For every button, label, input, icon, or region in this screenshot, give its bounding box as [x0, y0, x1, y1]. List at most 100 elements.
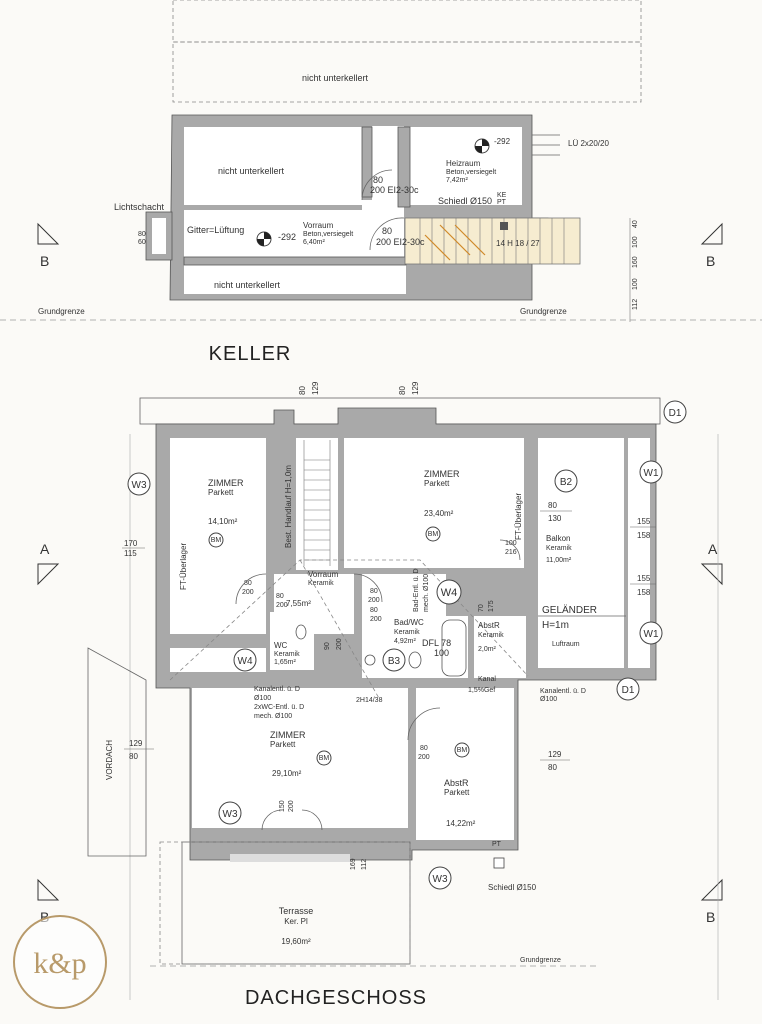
- kanal1: Kanalentl. ü. D: [254, 686, 300, 693]
- dim-158b: 158: [637, 588, 651, 597]
- room-heizraum: [410, 127, 522, 205]
- bm-markers: BM BM BM BM: [208, 526, 470, 766]
- dim-right: 100: [632, 278, 639, 290]
- kanal1-d: Ø100: [254, 695, 271, 702]
- basement-plan: nicht unterkellert nicht: [0, 0, 762, 365]
- zimmer2-name: ZIMMER: [424, 469, 460, 479]
- door-e-w: 80: [276, 593, 284, 600]
- dim-115: 115: [124, 549, 137, 558]
- heizraum-level: -292: [494, 137, 511, 146]
- abstr2-name: AbstR: [478, 621, 500, 630]
- ft-ueberlager-left: FT-Überlager: [179, 543, 188, 590]
- terrasse-area: 19,60m²: [281, 937, 311, 946]
- section-b-bottom-left: B: [40, 909, 49, 925]
- kanal3-d: Ø100: [540, 696, 557, 703]
- dim-129-right-bot: 80: [548, 763, 557, 772]
- chimney-icon: [493, 857, 505, 869]
- tag-w3-left: W3: [132, 480, 147, 491]
- kanal3: Kanalentl. ü. D: [540, 688, 586, 695]
- zimmer1-name: ZIMMER: [208, 478, 244, 488]
- door-b-w: 80: [370, 588, 378, 595]
- heizraum-floor: Beton,versiegelt: [446, 169, 496, 176]
- basement-inner-wall: [397, 126, 411, 208]
- grundgrenze-left: Grundgrenze: [38, 307, 85, 316]
- gelaender-label: GELÄNDER: [542, 604, 597, 616]
- tag-w4-left-icon: [233, 648, 257, 672]
- section-arrow-icon: [37, 563, 60, 586]
- section-b-top-right: B: [706, 253, 715, 269]
- ke-label: KE: [497, 192, 507, 199]
- bad-area: 4,92m²: [394, 638, 416, 645]
- door-216: 216: [505, 549, 517, 556]
- heizraum-name: Heizraum: [446, 159, 481, 168]
- gef-label: 1,5%Gef: [468, 687, 495, 694]
- tag-d1-mid-icon: [616, 677, 640, 701]
- tag-w1-top: W1: [644, 468, 659, 479]
- door-a-h: 200: [242, 589, 254, 596]
- tag-b3: B3: [388, 656, 401, 667]
- lichtschacht-label: Lichtschacht: [114, 202, 165, 212]
- abstr2-area: 2,0m²: [478, 646, 497, 653]
- vorraum-area: 6,40m²: [303, 239, 325, 246]
- heizraum-area: 7,42m²: [446, 177, 468, 184]
- door-e-h: 200: [276, 602, 288, 609]
- wc-name: WC: [274, 641, 288, 650]
- door1-width: 80: [373, 175, 383, 185]
- dim-158a: 158: [637, 531, 651, 540]
- section-a-left: A: [40, 541, 50, 557]
- section-arrow-icon: [700, 563, 723, 586]
- section-arrow-icon: [700, 878, 723, 901]
- door-d-w: 80: [420, 745, 428, 752]
- dim-129-right-top: 129: [548, 750, 562, 759]
- door-150-h: 200: [288, 800, 295, 812]
- company-logo: k&p: [13, 915, 107, 1009]
- dim-80-130-top: 80: [548, 501, 557, 510]
- section-b-top-left: B: [40, 253, 49, 269]
- dim-80-130-bot: 130: [548, 514, 562, 523]
- section-arrow-icon: [37, 222, 60, 245]
- logo-ring: [13, 915, 107, 1009]
- bm-label: BM: [211, 537, 222, 544]
- terrasse-strip: [230, 854, 350, 862]
- wc-floor: Keramik: [274, 651, 300, 658]
- zimmer3-name: ZIMMER: [270, 730, 306, 740]
- tag-w4-mid-icon: [436, 579, 462, 605]
- abstr1-name: AbstR: [444, 778, 469, 788]
- bath-fixtures: [295, 619, 467, 677]
- tag-w3-bottom: W3: [223, 809, 238, 820]
- tag-b2: B2: [560, 477, 573, 488]
- stairs-spec: 14 H 18 / 27: [496, 239, 540, 248]
- door2-width: 80: [382, 226, 392, 236]
- door-150: 150: [279, 800, 286, 812]
- label-nicht-unterkellert-bottom: nicht unterkellert: [214, 280, 281, 290]
- tag-w1-bot-icon: [639, 621, 663, 645]
- dachgeschoss-title: DACHGESCHOSS: [245, 987, 427, 1009]
- section-arrow-icon: [700, 222, 723, 245]
- bad-entl: Bad-Entl. ü. D: [413, 568, 420, 612]
- dim-right: 100: [632, 236, 639, 248]
- kanal2-d: mech. Ø100: [254, 713, 292, 720]
- bm-label: BM: [319, 755, 330, 762]
- tag-w4-mid: W4: [441, 587, 458, 599]
- chimney-icon: [500, 222, 508, 230]
- roof-line: [299, 559, 381, 701]
- dim-155b: 155: [637, 574, 651, 583]
- section-b-bottom-right: B: [706, 909, 715, 925]
- top-dim: 129: [311, 381, 320, 395]
- vorraum-name: Vorraum: [303, 221, 334, 230]
- ft-ueberlager-right: FT-Überlager: [514, 493, 523, 540]
- bm-icon: [425, 526, 441, 542]
- dim-112: 112: [361, 859, 368, 870]
- bad-entl-d: mech. Ø100: [423, 574, 430, 612]
- keller-title: KELLER: [209, 343, 292, 365]
- dim-right: 40: [632, 220, 639, 228]
- basement-inner-wall: [361, 126, 373, 198]
- toilet-icon: [408, 651, 422, 669]
- pt-label: PT: [497, 199, 507, 206]
- door-c-h: 200: [370, 616, 382, 623]
- zimmer3-area: 29,10m²: [272, 769, 302, 778]
- sink-icon: [364, 654, 376, 666]
- room-wc: [270, 612, 314, 670]
- tag-b2-icon: [554, 469, 578, 493]
- bm-icon: [454, 742, 470, 758]
